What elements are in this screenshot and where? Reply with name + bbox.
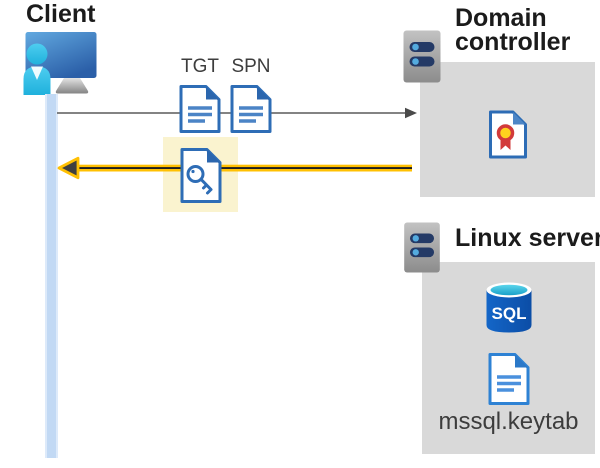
tgt-document-icon: [179, 85, 221, 133]
user-monitor-icon: [23, 32, 97, 95]
client-title: Client: [26, 0, 96, 28]
linux-server-icon: [404, 222, 440, 273]
domain-controller-server-icon: [403, 30, 441, 83]
client-lifeline: [45, 94, 58, 458]
key-document-icon: [180, 148, 222, 203]
domain-controller-title: Domain controller: [455, 4, 571, 56]
tgt-label: TGT: [181, 56, 219, 77]
response-arrowhead: [57, 156, 80, 180]
response-arrow: [57, 156, 412, 180]
sql-label: SQL: [492, 304, 527, 323]
monitor-icon: [25, 32, 97, 78]
spn-document-icon: [230, 85, 272, 133]
monitor-stand: [55, 78, 89, 94]
sql-database-icon: SQL: [486, 282, 532, 333]
user-icon: [23, 43, 51, 95]
ribbon-rosette: [496, 124, 515, 142]
keytab-file-label: mssql.keytab: [438, 408, 579, 435]
linux-server-title: Linux server: [455, 224, 600, 252]
spn-label: SPN: [231, 56, 271, 77]
request-arrowhead: [405, 107, 417, 119]
key-icon: [186, 165, 213, 195]
certificate-icon: [489, 110, 527, 159]
keytab-document-icon: [488, 353, 530, 405]
